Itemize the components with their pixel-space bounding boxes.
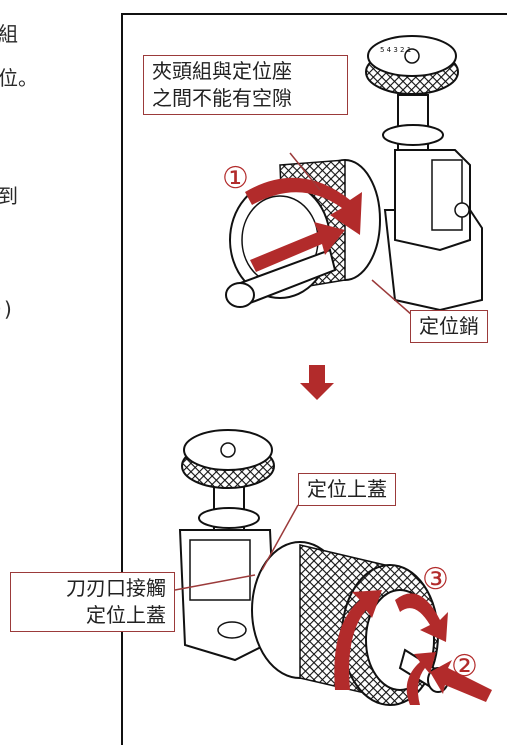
callout-no-gap-line2: 之間不能有空隙 <box>152 86 292 110</box>
callout-blade-edge-line2: 定位上蓋 <box>86 603 166 627</box>
left-text-fragment-3: 到 <box>0 184 18 208</box>
callout-no-gap-line1: 夾頭組與定位座 <box>152 59 292 83</box>
top-fixture-illustration: 5 4 3 2 1 <box>225 35 483 312</box>
step-2-label: ② <box>451 649 478 684</box>
callout-locating-cover-label: 定位上蓋 <box>307 477 387 501</box>
callout-blade-edge: 刀刃口接觸 定位上蓋 <box>10 572 175 632</box>
callout-no-gap: 夾頭組與定位座 之間不能有空隙 <box>143 55 348 115</box>
callout-blade-edge-line1: 刀刃口接觸 <box>66 576 166 600</box>
callout-locating-pin: 定位銷 <box>410 310 488 343</box>
down-arrow <box>300 365 334 400</box>
svg-text:5 4 3 2 1: 5 4 3 2 1 <box>380 46 411 54</box>
callout-locating-pin-label: 定位銷 <box>419 314 479 338</box>
step-3-label: ③ <box>422 562 449 597</box>
left-text-fragment-1: 組 <box>0 22 18 46</box>
step-1-label: ① <box>222 161 249 196</box>
left-text-fragment-4: ）) <box>0 297 12 321</box>
left-text-fragment-2: 位。 <box>0 66 38 90</box>
callout-locating-cover: 定位上蓋 <box>298 473 396 506</box>
